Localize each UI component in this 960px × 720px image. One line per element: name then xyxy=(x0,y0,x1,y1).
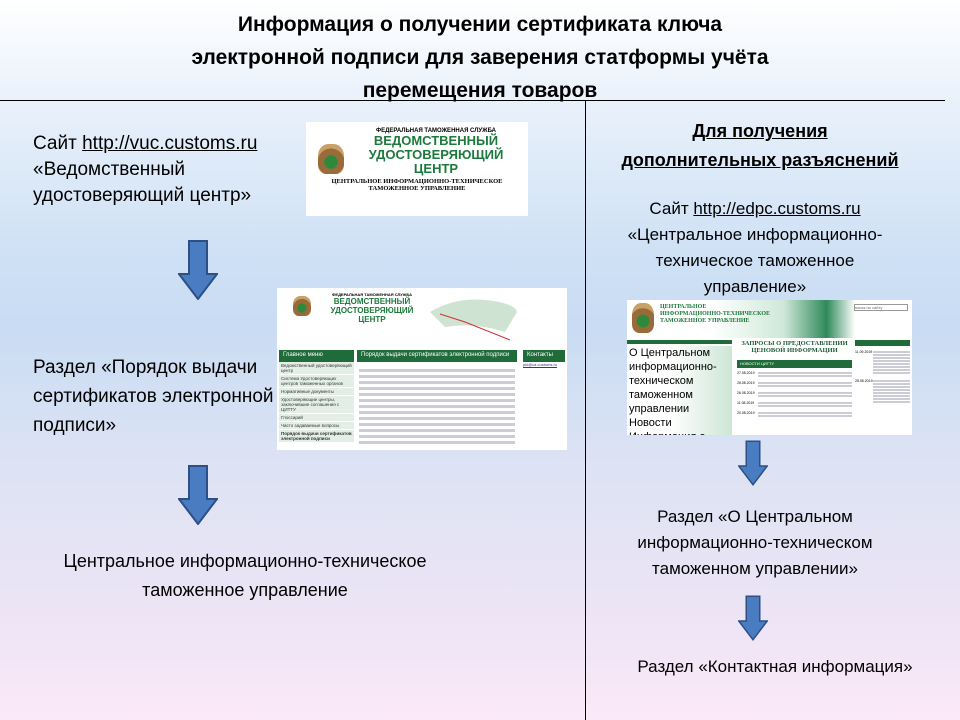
news-date: 20.08.2019 xyxy=(737,411,755,415)
right-section-1: Раздел «О Центральном информационно-техн… xyxy=(637,507,873,578)
heading-line: Для получения xyxy=(692,121,828,141)
title-line: перемещения товаров xyxy=(362,79,598,102)
left-section-2: Центральное информационно-техническое та… xyxy=(63,551,427,600)
menu-item: Ведомственный удостоверяющий центр xyxy=(279,362,354,375)
title-line: электронной подписи для заверения статфо… xyxy=(191,46,769,69)
contacts-link: pki@ca.customs.ru xyxy=(523,362,558,367)
logo-text: ТАМОЖЕННОЕ УПРАВЛЕНИЕ xyxy=(368,185,466,192)
site-menu: О Центральном информационно-техническом … xyxy=(629,346,732,435)
right-heading: Для получения дополнительных разъяснений xyxy=(590,117,930,175)
content-area: Порядок выдачи сертификатов электронной … xyxy=(357,350,517,450)
arrow-down-icon xyxy=(178,240,218,300)
slide-title: Информация о получении сертификата ключа… xyxy=(0,8,960,107)
menu-item: Информация о xyxy=(629,430,732,435)
arrow-down-icon xyxy=(738,595,768,641)
header-text: ЦЕНТРАЛЬНОЕ xyxy=(660,304,707,310)
title-line: Информация о получении сертификата ключа xyxy=(237,13,723,36)
right-site-info: Сайт http://edpc.customs.ru «Центральное… xyxy=(605,196,905,300)
vuc-site-link[interactable]: http://vuc.customs.ru xyxy=(82,133,258,154)
logo-text: ЦЕНТР xyxy=(413,161,459,176)
menu-item: Часто задаваемые вопросы xyxy=(279,422,354,430)
site-prefix: Сайт xyxy=(33,133,83,154)
logo-text: ВЕДОМСТВЕННЫЙ xyxy=(333,297,411,306)
menu-item: Порядок выдачи сертификатов электронной … xyxy=(279,430,354,443)
emblem-icon xyxy=(318,144,344,174)
logo-text: УДОСТОВЕРЯЮЩИЙ xyxy=(368,147,504,162)
search-input: поиск по сайту xyxy=(854,304,908,311)
emblem-icon xyxy=(293,296,311,316)
edpc-site-link[interactable]: http://edpc.customs.ru xyxy=(693,199,861,218)
site-prefix: Сайт xyxy=(649,199,694,218)
emblem-icon xyxy=(632,303,654,333)
news-date: 26.08.2019 xyxy=(737,391,755,395)
left-section-1: Раздел «Порядок выдачи сертификатов элек… xyxy=(33,357,274,436)
edpc-site-screenshot: ЦЕНТРАЛЬНОЕ ИНФОРМАЦИОННО-ТЕХНИЧЕСКОЕ ТА… xyxy=(627,300,912,435)
site-name: «Центральное информационно-техническое т… xyxy=(627,225,883,296)
divider-vertical xyxy=(585,100,586,720)
header-text: ИНФОРМАЦИОННО-ТЕХНИЧЕСКОЕ xyxy=(660,311,771,317)
logo-text: ЦЕНТРАЛЬНОЕ ИНФОРМАЦИОННО-ТЕХНИЧЕСКОЕ xyxy=(331,178,503,185)
main-menu: Главное меню Ведомственный удостоверяющи… xyxy=(279,350,354,443)
heading-line: дополнительных разъяснений xyxy=(621,150,899,170)
contacts-title: Контакты xyxy=(523,350,565,362)
logo-text: ФЕДЕРАЛЬНАЯ ТАМОЖЕННАЯ СЛУЖБА xyxy=(331,292,412,297)
russia-map-image xyxy=(430,299,517,341)
news-date: 26.08.2019 xyxy=(737,381,755,385)
news-date: 27.08.2019 xyxy=(737,371,755,375)
center-title: ЗАПРОСЫ О ПРЕДОСТАВЛЕНИИ ЦЕНОВОЙ ИНФОРМА… xyxy=(741,340,848,354)
menu-item: О Центральном информационно-техническом … xyxy=(629,347,717,415)
menu-item: Удостоверяющие центры, заключившие согла… xyxy=(279,396,354,414)
logo-text: ВЕДОМСТВЕННЫЙ xyxy=(373,133,499,148)
side-date: 11.09.2019 xyxy=(855,350,873,354)
side-date: 28.08.2019 xyxy=(855,379,873,383)
logo-text: ЦЕНТР xyxy=(358,315,386,324)
divider-horizontal xyxy=(0,100,945,101)
vuc-site-screenshot: ФЕДЕРАЛЬНАЯ ТАМОЖЕННАЯ СЛУЖБА ВЕДОМСТВЕН… xyxy=(277,288,567,450)
news-title: НОВОСТИ ЦИТТУ xyxy=(737,360,852,368)
left-site-info: Сайт http://vuc.customs.ru «Ведомственны… xyxy=(33,131,303,209)
vuc-logo-image: ФЕДЕРАЛЬНАЯ ТАМОЖЕННАЯ СЛУЖБА ВЕДОМСТВЕН… xyxy=(306,122,528,216)
arrow-down-icon xyxy=(178,465,218,525)
logo-text: ФЕДЕРАЛЬНАЯ ТАМОЖЕННАЯ СЛУЖБА xyxy=(375,128,497,134)
content-title: Порядок выдачи сертификатов электронной … xyxy=(357,350,517,362)
menu-title: Главное меню xyxy=(279,350,354,362)
contacts-box: Контакты pki@ca.customs.ru xyxy=(523,350,565,367)
menu-item: Глоссарий xyxy=(279,414,354,422)
site-name: «Ведомственный удостоверяющий центр» xyxy=(33,159,252,206)
logo-text: УДОСТОВЕРЯЮЩИЙ xyxy=(330,306,414,315)
menu-item: Новости xyxy=(629,417,672,429)
arrow-down-icon xyxy=(738,440,768,486)
right-section-2: Раздел «Контактная информация» xyxy=(637,657,913,676)
menu-item: Система Удостоверяющих центров таможенны… xyxy=(279,375,354,388)
news-date: 11.08.2019 xyxy=(737,401,755,405)
header-text: ТАМОЖЕННОЕ УПРАВЛЕНИЕ xyxy=(660,318,750,324)
menu-item: Нормативные документы xyxy=(279,388,354,396)
